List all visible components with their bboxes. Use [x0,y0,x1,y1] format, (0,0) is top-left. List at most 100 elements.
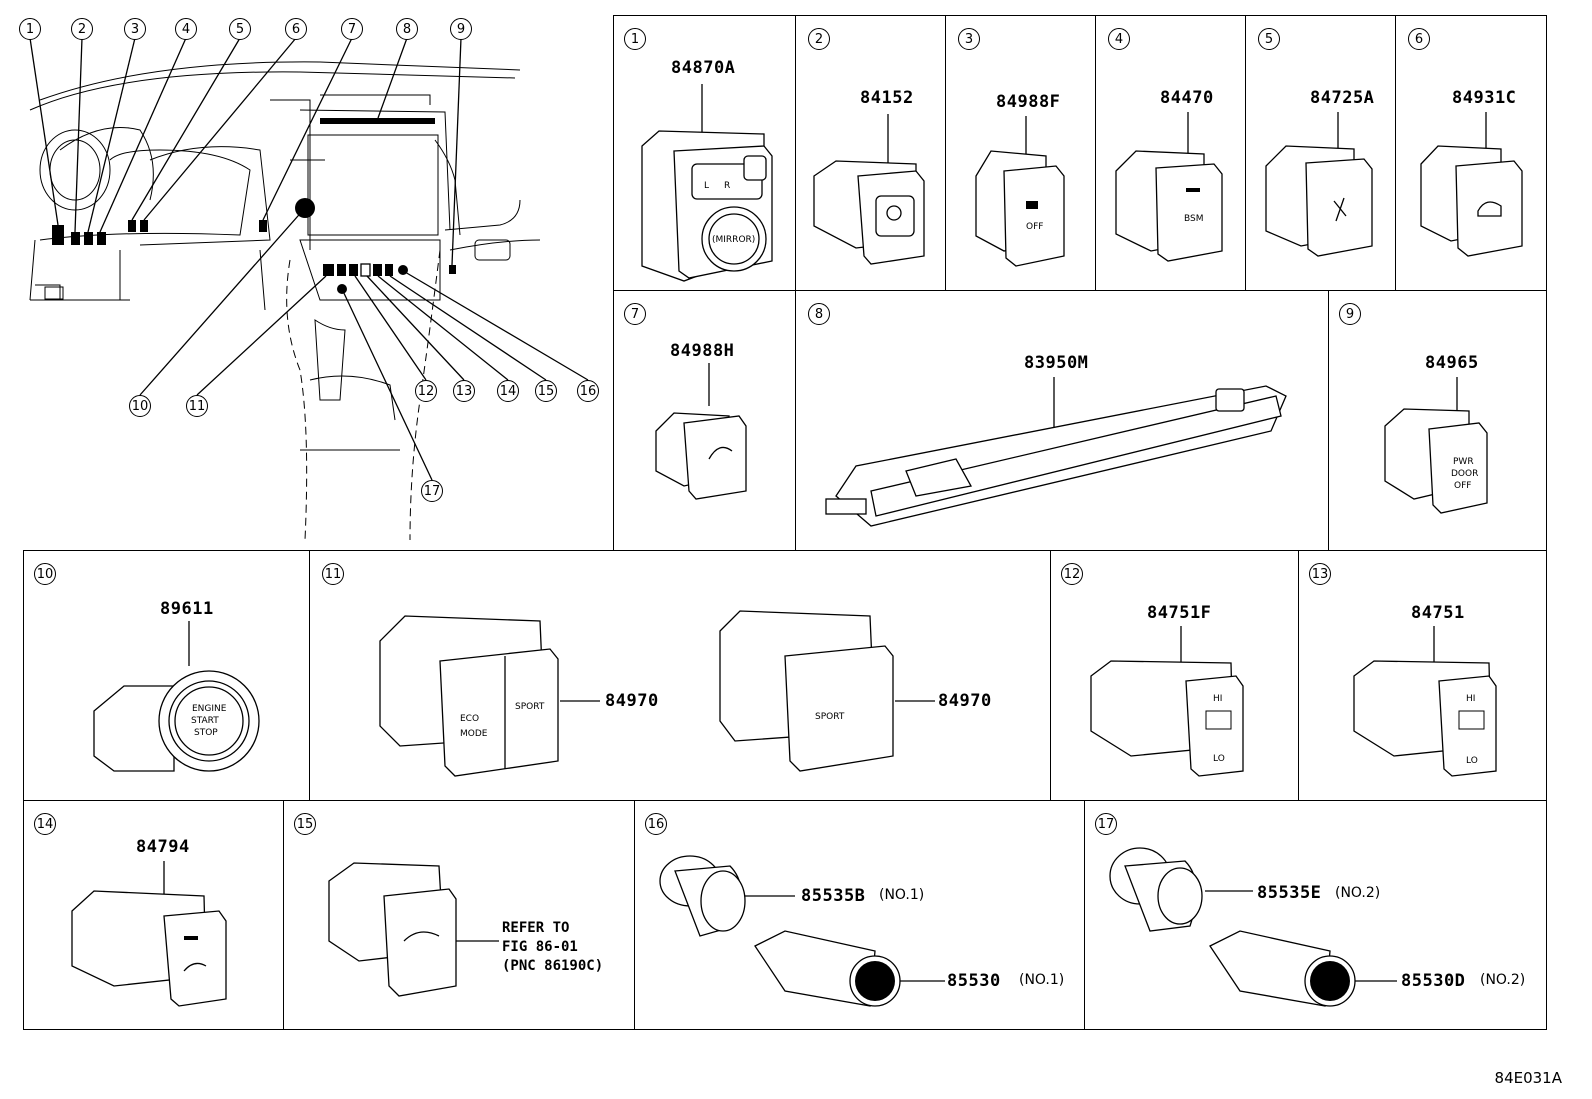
callout-6: 6 [285,18,307,40]
cell-number: 9 [1339,303,1361,325]
callout-2: 2 [71,18,93,40]
hi-label: HI [1213,694,1222,704]
cell-number: 8 [808,303,830,325]
cell-15: 15 REFER TO FIG 86-01 (PNC 86190C) [283,800,636,1030]
cell-number: 13 [1309,563,1331,585]
part-number: 84470 [1160,88,1214,108]
cell-10: 10 89611 ENGINE START STOP [23,550,311,802]
power-outlet-drawing [659,855,945,1007]
callout-7: 7 [341,18,363,40]
cell-number: 12 [1061,563,1083,585]
part-number: 89611 [160,599,214,619]
cell-number: 3 [958,28,980,50]
cell-number: 4 [1108,28,1130,50]
cell-16: 16 85535B (NO.1) 85530 (NO.1) [634,800,1086,1030]
pwr-label: PWR [1453,457,1474,467]
cell-number: 17 [1095,813,1117,835]
switch-drawing: OFF [975,116,1065,267]
refer-note: REFER TO FIG 86-01 (PNC 86190C) [502,920,604,974]
note-a: (NO.2) [1335,885,1381,901]
part-number: 84152 [860,88,914,108]
lo-label: LO [1213,754,1225,764]
cell-number: 14 [34,813,56,835]
part-number: 84870A [671,58,736,78]
switch-drawing [1420,112,1523,257]
part-number: 83950M [1024,353,1089,373]
switch-drawing [328,862,499,997]
cell-number: 2 [808,28,830,50]
dashboard-overview: 1 2 3 4 5 6 7 8 9 10 11 12 13 14 15 16 1… [0,0,615,545]
dashboard-drawing [29,37,589,541]
eco-label: ECO [460,714,479,724]
cell-14: 14 84794 [23,800,285,1030]
part-number-a: 85535B [801,886,866,906]
sport-label-a: SPORT [515,702,545,712]
cell-2: 2 84152 [795,15,947,292]
callout-13: 13 [453,380,475,402]
cell-1: 1 84870A L R (MIRROR) [613,15,797,292]
note-b: (NO.1) [1019,972,1065,988]
cell-number: 7 [624,303,646,325]
part-number: 84725A [1310,88,1375,108]
control-panel-drawing [825,377,1287,527]
note-b: (NO.2) [1480,972,1526,988]
note-a: (NO.1) [879,887,925,903]
callout-16: 16 [577,380,599,402]
callout-15: 15 [535,380,557,402]
part-number-a: 84970 [605,691,659,711]
cell-5: 5 84725A [1245,15,1397,292]
figure-code: 84E031A [1494,1069,1562,1087]
seat-heater-switch-drawing: HI LO [1353,626,1497,777]
switch-drawing: ECO MODE SPORT SPORT [379,610,935,777]
part-number: 84988H [670,341,735,361]
callout-4: 4 [175,18,197,40]
cell-7: 7 84988H [613,290,797,552]
cell-number: 5 [1258,28,1280,50]
callout-9: 9 [450,18,472,40]
stop-label: STOP [194,728,218,738]
cell-number: 11 [322,563,344,585]
part-number: 84794 [136,837,190,857]
cell-8: 8 83950M [795,290,1330,552]
callout-10: 10 [129,395,151,417]
cell-17: 17 85535E (NO.2) 85530D (NO.2) [1084,800,1547,1030]
cell-3: 3 84988F OFF [945,15,1097,292]
mode-label: MODE [460,729,488,739]
switch-drawing: PWR DOOR OFF [1384,377,1488,514]
cell-9: 9 84965 PWR DOOR OFF [1328,290,1547,552]
callout-12: 12 [415,380,437,402]
defogger-switch-drawing [71,861,227,1007]
cell-number: 1 [624,28,646,50]
switch-drawing: BSM [1115,112,1223,262]
lo-label: LO [1466,756,1478,766]
power-outlet-drawing [1109,847,1397,1007]
callout-5: 5 [229,18,251,40]
cell-12: 12 84751F HI LO [1050,550,1300,802]
part-number-b: 85530D [1401,971,1466,991]
cell-number: 10 [34,563,56,585]
svg-text:R: R [724,181,730,191]
seat-heater-switch-drawing: HI LO [1090,626,1244,777]
switch-drawing [655,363,747,500]
callout-17: 17 [421,480,443,502]
bsm-label: BSM [1184,214,1204,224]
cell-6: 6 84931C [1395,15,1547,292]
part-number: 84988F [996,92,1061,112]
door-label: DOOR [1451,469,1478,479]
cell-number: 15 [294,813,316,835]
off-label: OFF [1026,222,1043,232]
switch-drawing [1265,112,1373,257]
off-label: OFF [1454,481,1471,491]
start-label: START [191,716,219,726]
cell-13: 13 84751 HI LO [1298,550,1547,802]
sport-label-b: SPORT [815,712,845,722]
part-number-a: 85535E [1257,883,1322,903]
cell-4: 4 84470 BSM [1095,15,1247,292]
part-number: 84751 [1411,603,1465,623]
start-button-drawing: ENGINE START STOP [93,621,260,772]
part-number: 84931C [1452,88,1517,108]
switch-drawing [813,114,925,265]
part-number-b: 85530 [947,971,1001,991]
part-number: 84965 [1425,353,1479,373]
part-number: 84751F [1147,603,1212,623]
